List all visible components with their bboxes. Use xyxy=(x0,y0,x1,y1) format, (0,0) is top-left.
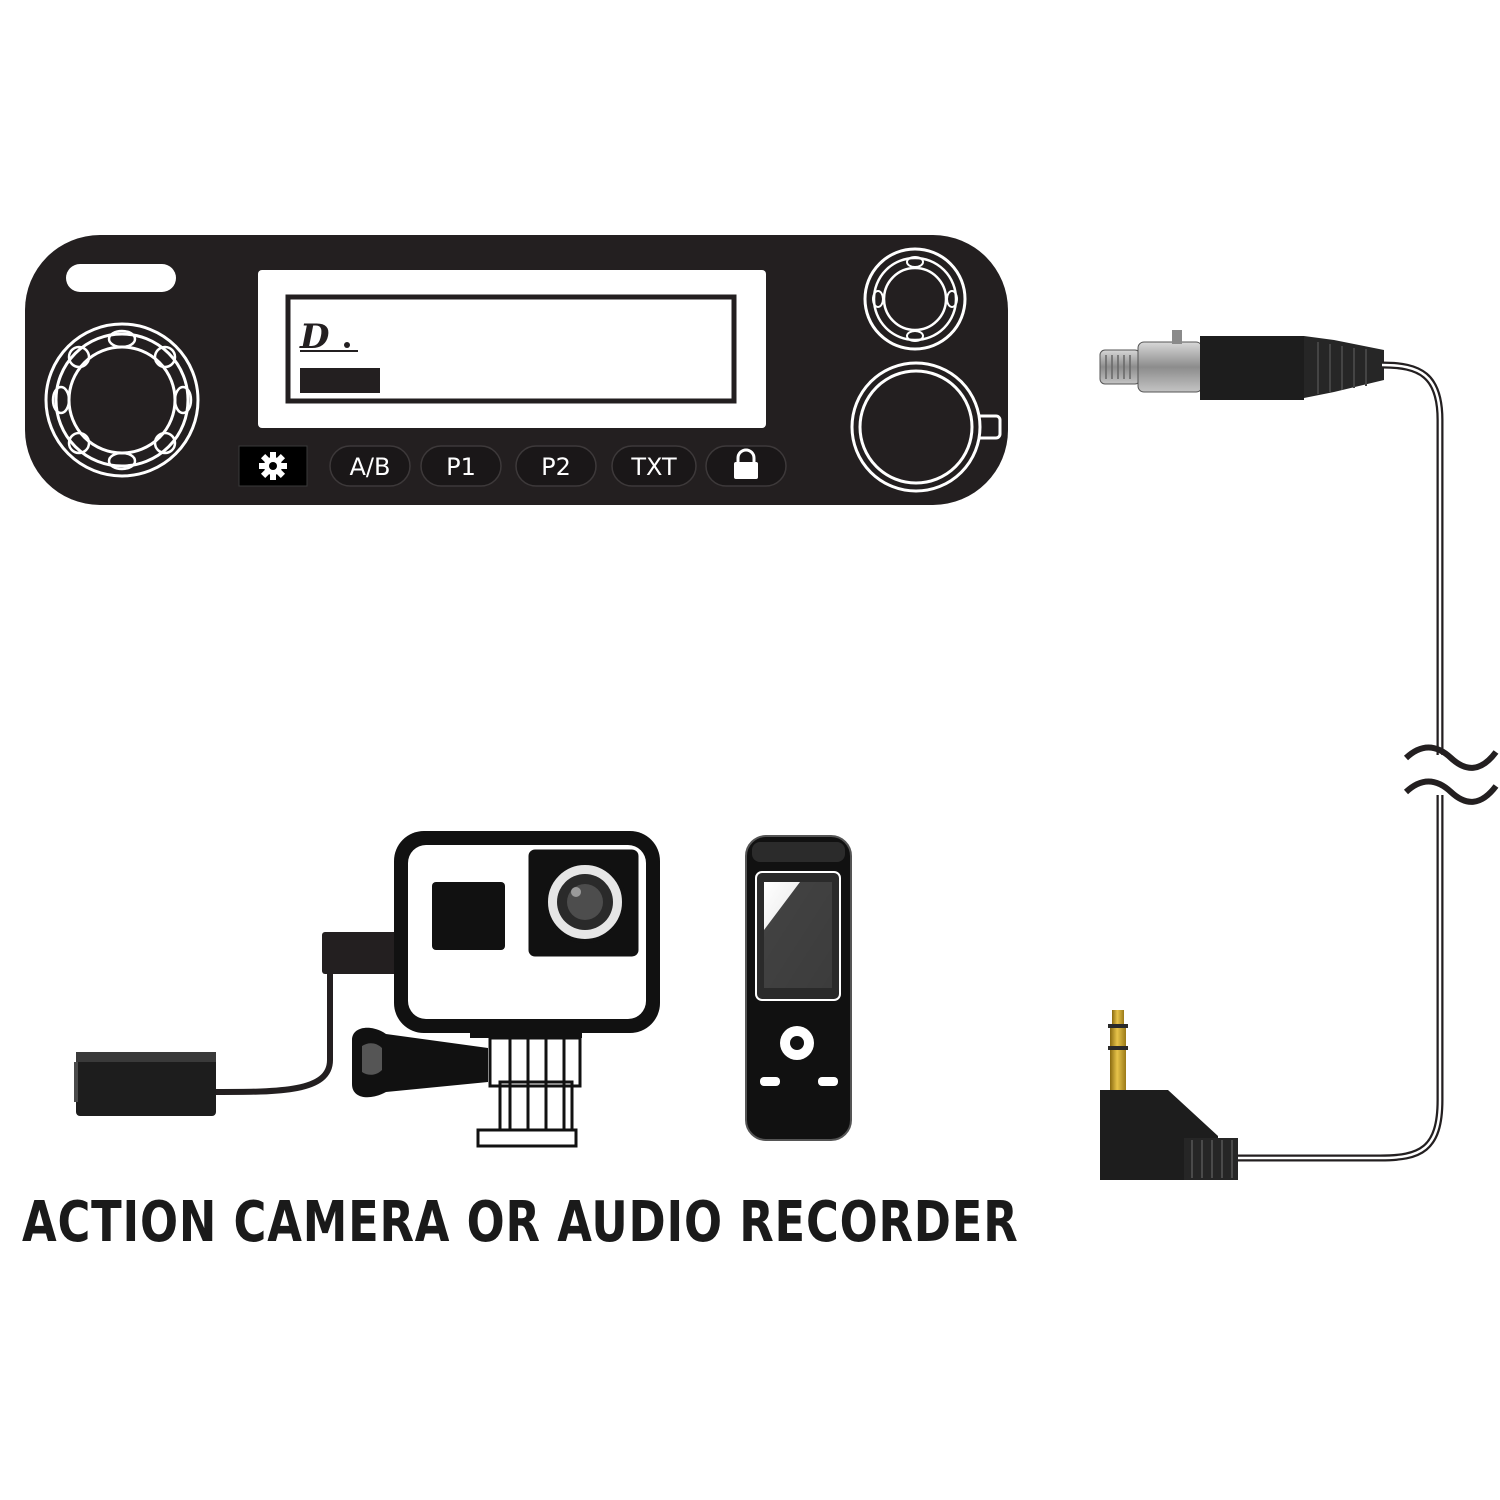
p2-button-label: P2 xyxy=(541,453,571,481)
audio-cable xyxy=(1099,330,1499,1180)
lock-button[interactable] xyxy=(705,445,787,487)
indicator-light xyxy=(66,264,176,292)
volume-knob[interactable] xyxy=(44,322,200,478)
settings-button[interactable] xyxy=(238,445,308,487)
cable-break-icon xyxy=(1403,744,1499,805)
brand-logo-icon: D xyxy=(299,317,358,357)
txt-button[interactable]: TXT xyxy=(611,445,697,487)
p2-button[interactable]: P2 xyxy=(515,445,597,487)
signal-bar xyxy=(300,368,380,393)
ab-button-label: A/B xyxy=(350,453,391,481)
gear-icon xyxy=(259,452,287,480)
wireless-receiver-icon xyxy=(74,1052,216,1116)
p1-button[interactable]: P1 xyxy=(420,445,502,487)
action-camera-icon xyxy=(74,831,660,1148)
radio-control-panel: D xyxy=(25,235,1008,505)
device-caption: ACTION CAMERA OR AUDIO RECORDER xyxy=(22,1190,1019,1255)
p1-button-label: P1 xyxy=(446,453,476,481)
lcd-display: D xyxy=(258,270,766,428)
push-knob[interactable] xyxy=(850,361,1002,493)
mini-xlr-connector-icon xyxy=(1099,330,1384,400)
channel-knob[interactable] xyxy=(863,247,967,351)
right-angle-3-5mm-plug-icon xyxy=(1100,1010,1238,1180)
ab-button[interactable]: A/B xyxy=(329,445,411,487)
txt-button-label: TXT xyxy=(630,453,677,481)
audio-recorder-icon xyxy=(745,835,852,1141)
lock-icon xyxy=(734,448,758,479)
